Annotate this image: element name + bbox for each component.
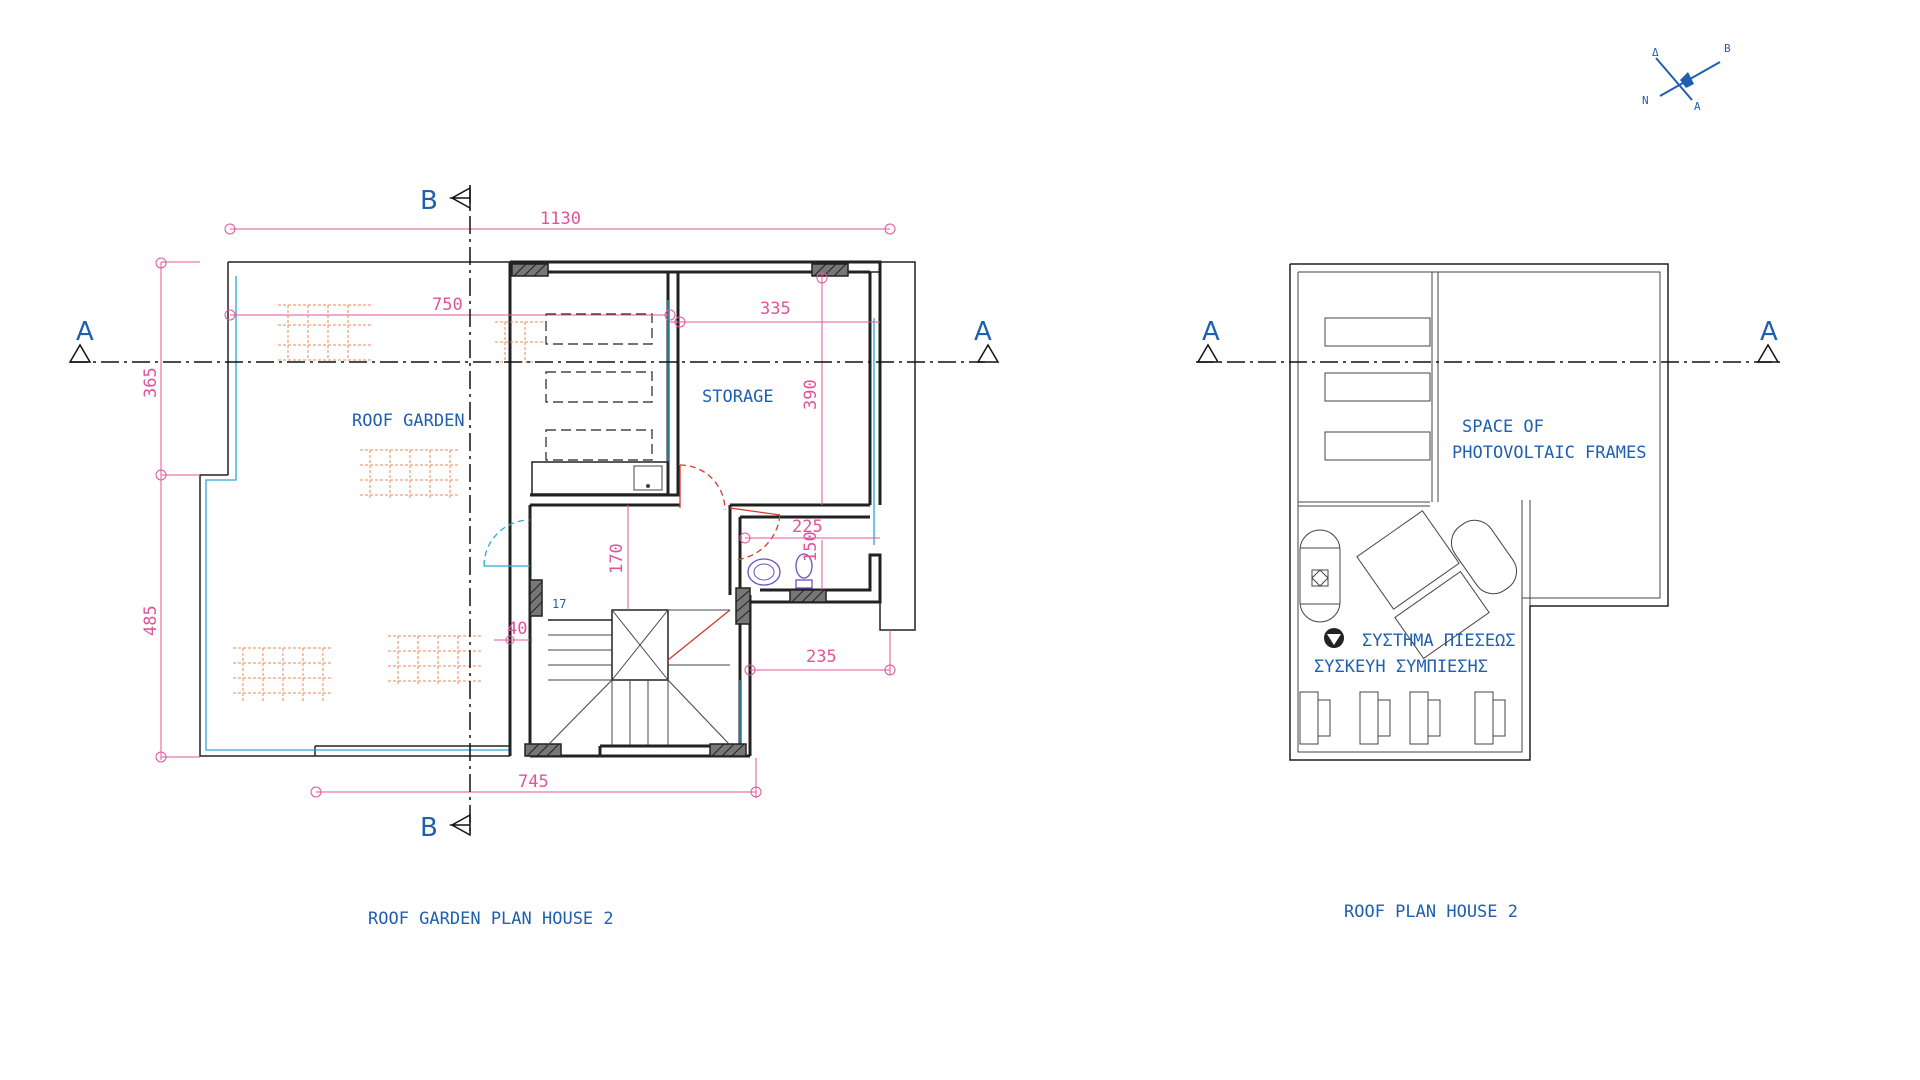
- dim-lower-height: 485: [141, 605, 161, 636]
- stair-steps-label: 17: [552, 597, 566, 611]
- roof-pv-panels: [1324, 317, 1431, 461]
- label-photovoltaic-frames: PHOTOVOLTAIC FRAMES: [1452, 443, 1646, 463]
- pv-frames-outline: [545, 313, 653, 461]
- roof-garden-plan: 17: [68, 185, 1000, 929]
- section-b-top-label: B: [420, 186, 438, 216]
- section-a-right-marker-icon: [976, 343, 1000, 363]
- dimension-lines: 1130 750 335 365 485 390 225 170 150 40 …: [141, 209, 896, 798]
- roof-section-lines: A A: [1196, 317, 1780, 363]
- section-a-left-marker-icon: [68, 343, 92, 363]
- section-lines: A A B B: [68, 185, 1000, 843]
- dim-wc-height: 150: [801, 531, 821, 562]
- dim-overall-width: 1130: [540, 209, 581, 229]
- label-compressor-device: ΣΥΣΚΕΥΗ ΣΥΜΠΙΕΣΗΣ: [1314, 657, 1488, 677]
- dim-corridor-height: 170: [607, 543, 627, 574]
- garden-parapet: [199, 261, 916, 757]
- staircase: 17: [547, 597, 731, 746]
- garden-door: [483, 519, 531, 567]
- roof-section-a-left-marker-icon: [1196, 343, 1220, 363]
- compass-label-b: B: [1724, 42, 1731, 55]
- section-a-right-label: A: [974, 317, 992, 347]
- compass-label-n: N: [1642, 94, 1649, 107]
- compass-label-a: A: [1694, 100, 1701, 113]
- label-pressure-system: ΣΥΣΤΗΜΑ ΠΙΕΣΕΩΣ: [1362, 631, 1516, 651]
- roof-plan: A A SPACE OF PHOTOVOLTAIC FRAMES ΣΥΣΤΗΜΑ…: [1196, 263, 1780, 922]
- dim-storage-height: 390: [801, 379, 821, 410]
- section-b-bottom-label: B: [420, 813, 438, 843]
- section-a-left-label: A: [76, 317, 94, 347]
- roof-plan-walls: [1289, 263, 1669, 761]
- roof-plan-title: ROOF PLAN HOUSE 2: [1344, 902, 1518, 922]
- room-label-storage: STORAGE: [702, 387, 774, 407]
- wc-fixtures: [747, 553, 813, 589]
- paving-tiles: [233, 304, 545, 703]
- dim-garden-width: 750: [432, 295, 463, 315]
- pump-symbol-icon: [1324, 628, 1344, 648]
- roof-section-a-right-marker-icon: [1756, 343, 1780, 363]
- dim-bottom-width: 745: [518, 772, 549, 792]
- compass-label-delta: Δ: [1652, 46, 1659, 59]
- dim-upper-height: 365: [141, 367, 161, 398]
- section-b-bottom-marker-icon: [449, 813, 471, 837]
- north-compass-icon: B A N Δ: [1642, 42, 1731, 113]
- label-space-of: SPACE OF: [1462, 417, 1544, 437]
- storage-door: [679, 464, 781, 561]
- dim-wc-width: 225: [792, 517, 823, 537]
- dim-stair-offset: 40: [507, 619, 527, 639]
- roof-section-a-right-label: A: [1760, 317, 1778, 347]
- garden-plan-title: ROOF GARDEN PLAN HOUSE 2: [368, 909, 614, 929]
- roof-section-a-left-label: A: [1202, 317, 1220, 347]
- section-b-top-marker-icon: [449, 186, 471, 210]
- roof-equipment: [1299, 510, 1518, 745]
- columns: [511, 263, 849, 757]
- storage-block-walls: [508, 260, 882, 758]
- dim-right-offset: 235: [806, 647, 837, 667]
- equipment-units: [1299, 691, 1506, 745]
- kitchen-counter: [531, 461, 669, 495]
- dim-storage-width: 335: [760, 299, 791, 319]
- room-label-roof-garden: ROOF GARDEN: [352, 411, 465, 431]
